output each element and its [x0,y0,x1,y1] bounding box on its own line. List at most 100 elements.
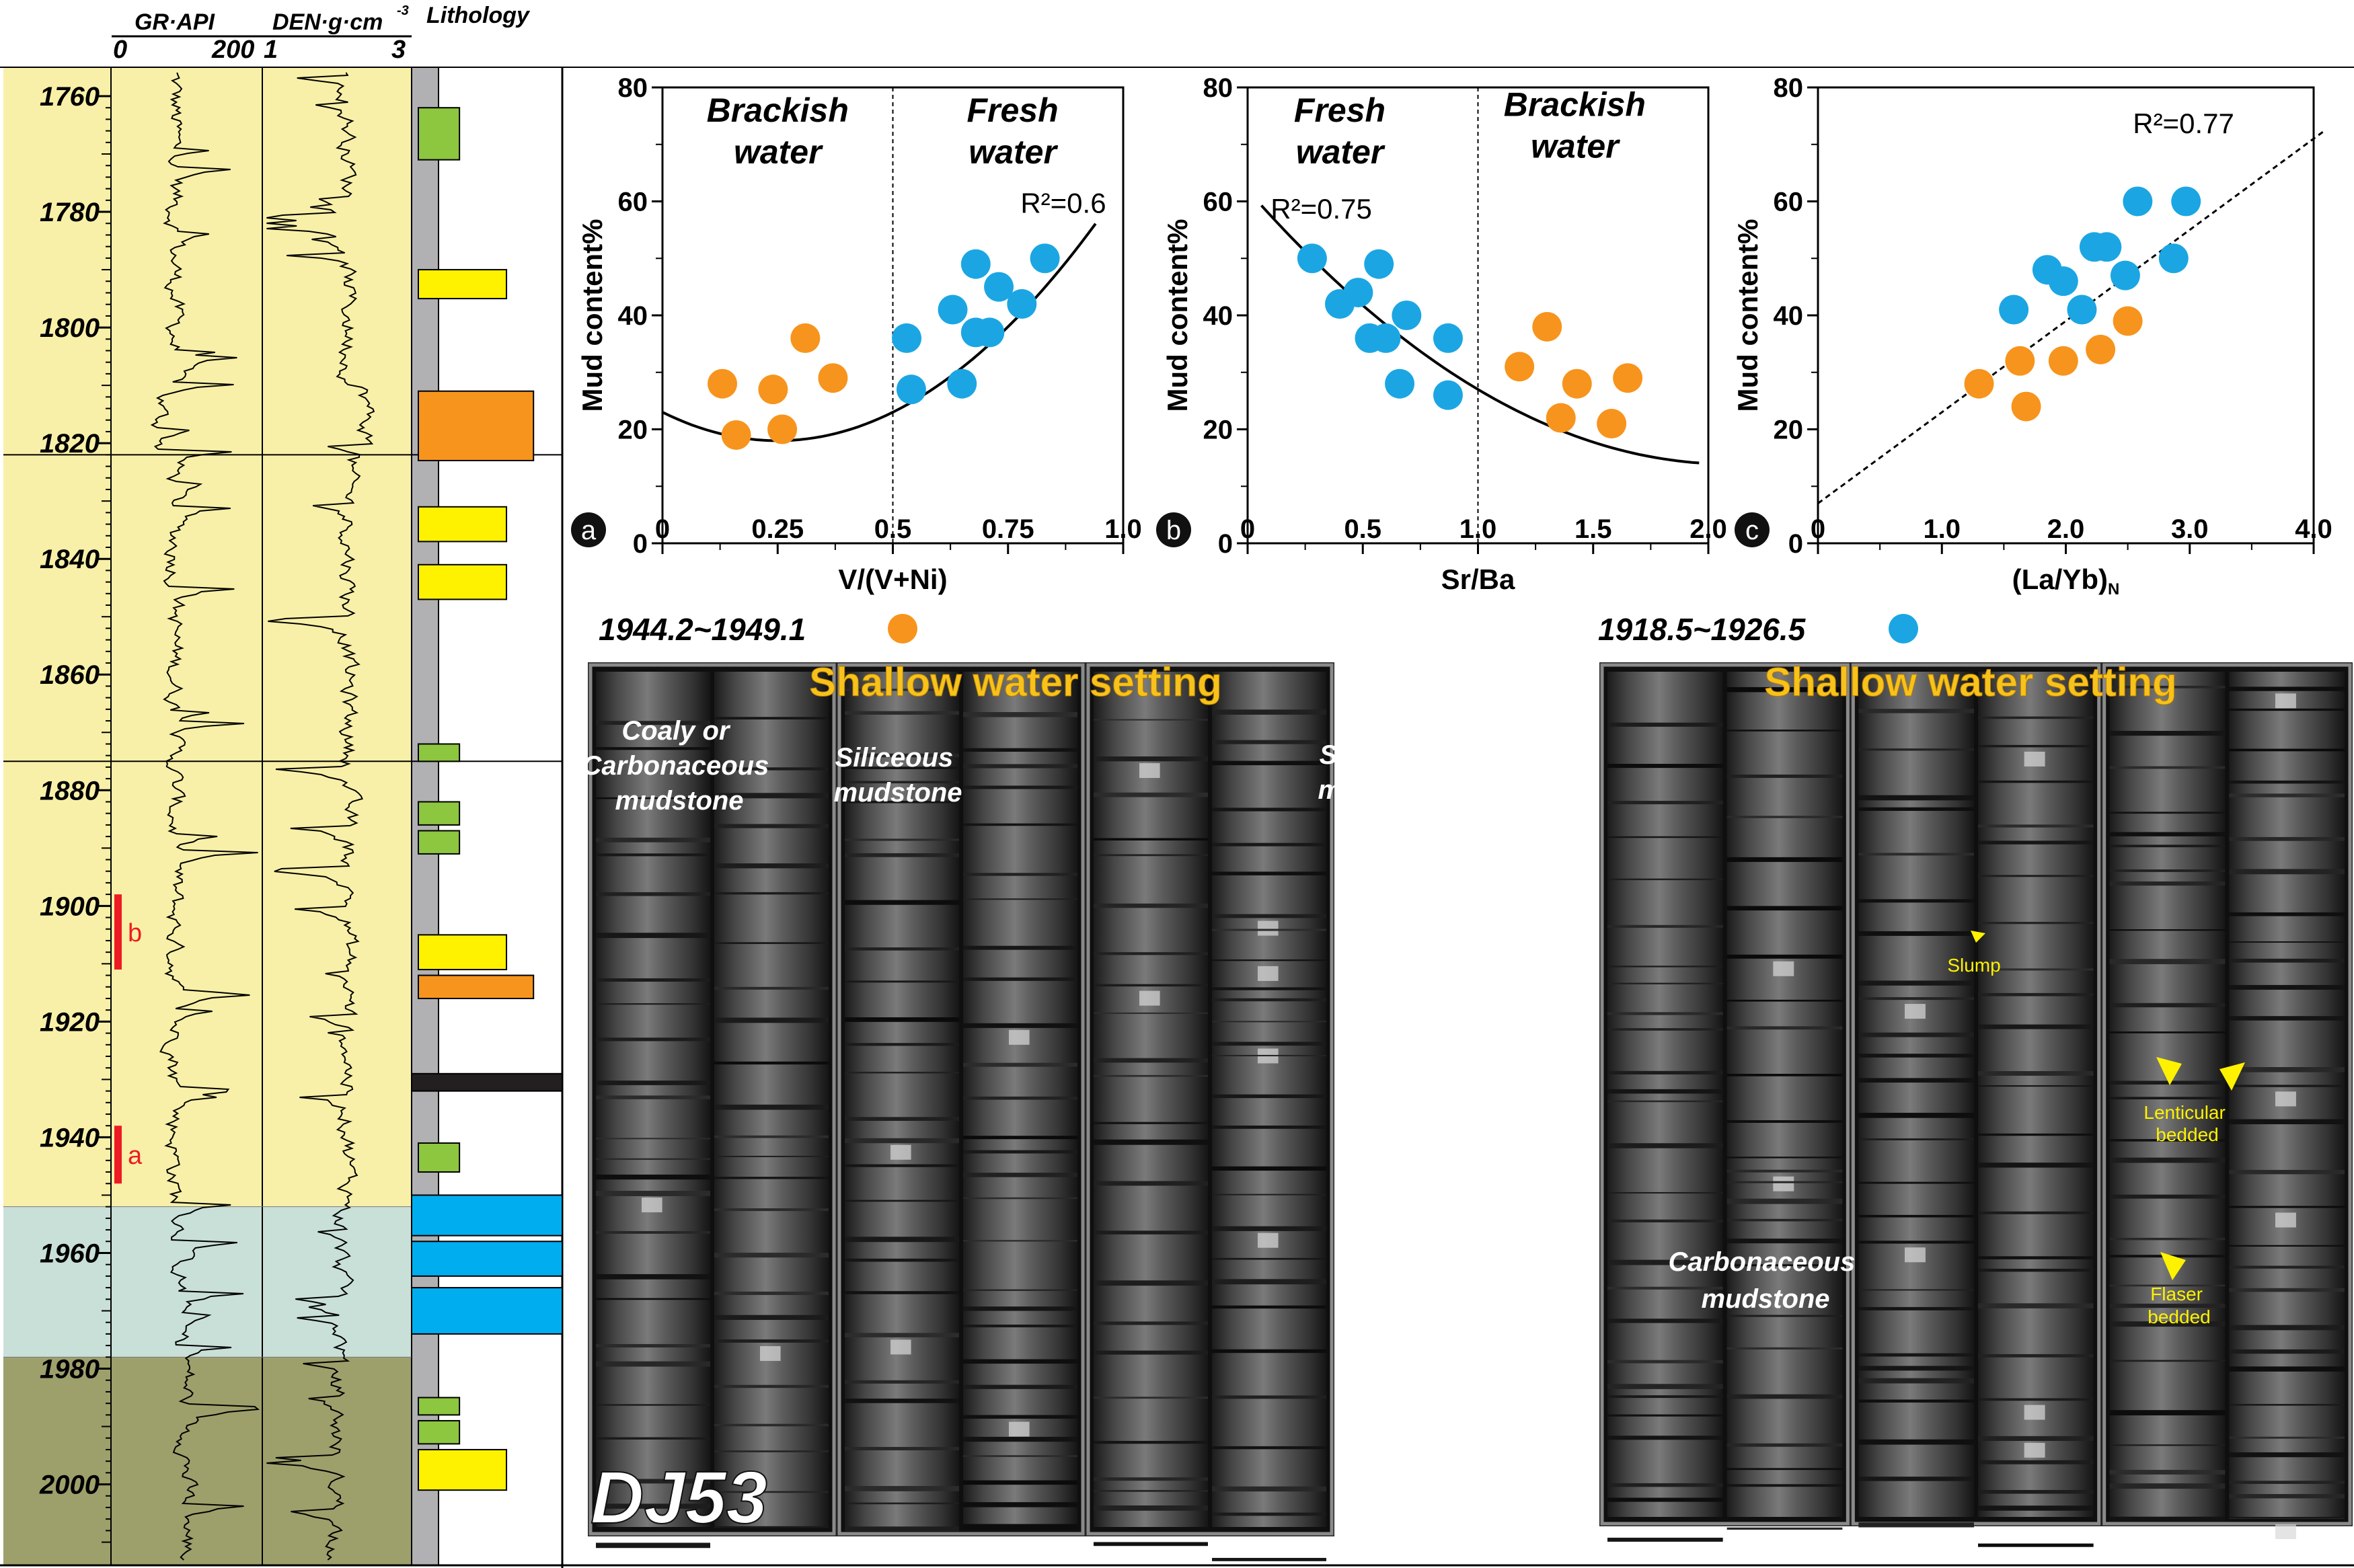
lithology-bar-11 [418,1142,461,1173]
core-fracture [1726,1347,1843,1350]
core-fracture [714,1315,829,1321]
y-tick-label-80: 80 [1774,73,1804,103]
lithology-column-label: Lithology [426,3,531,28]
lithology-bar-15 [418,1397,461,1416]
lithology-bar-13 [411,1241,563,1277]
core-fracture [596,1158,710,1160]
core-fracture [1607,1436,1723,1440]
panel-letter-badge-b [1156,512,1191,547]
core-fracture [2229,1481,2345,1484]
core-fracture [1726,1198,1843,1204]
lithology-bar-16 [418,1419,461,1445]
core-fracture [714,793,829,799]
core-fracture [1607,1395,1723,1399]
core-fracture [1858,997,1974,1001]
core-fracture [596,892,710,896]
core-column [1978,672,2094,1517]
lenticular-arrow-icon-2 [2219,1062,2245,1091]
core-right-annot-carb-l2: mudstone [1701,1284,1829,1314]
core-fracture [1607,1089,1723,1094]
core-fracture [845,1380,959,1384]
den-unit-superscript: -3 [397,3,409,18]
core-fracture [1094,838,1208,840]
core-label-tag [1773,961,1794,976]
core-fracture [963,977,1077,981]
core-fracture [1094,1122,1208,1124]
core-fracture [2229,1493,2345,1499]
core-fracture [1607,982,1723,984]
y-tick-label-20: 20 [1774,416,1804,445]
log-zone-1 [3,1206,412,1358]
svg-text:Flaser bedded: Flaser bedded [2148,1284,2210,1327]
data-point-c-0-0 [1964,368,1994,399]
core-fracture [1212,740,1326,744]
panel-letter-a: a [581,516,597,545]
core-right-annot-lent-l2: bedded [2156,1124,2218,1145]
core-fracture [1094,1230,1208,1234]
core-fracture [845,1333,959,1337]
zone-label-line: water [1531,127,1620,165]
sample-mark-label-a: a [128,1142,143,1170]
core-fracture [1607,722,1723,727]
core-fracture [1607,1414,1723,1417]
core-fracture [1726,1181,1843,1183]
data-point-c-0-5 [2113,306,2143,336]
core-fracture [714,1017,829,1023]
core-fracture [1726,1468,1843,1471]
core-fracture [1607,1360,1723,1364]
core-fracture [596,1138,710,1140]
core-fracture [714,1135,829,1138]
core-left-annot-siliceous1-l1: Siliceous [835,743,954,773]
core-fracture [1858,1306,1974,1310]
x-tick-label-0: 0 [1811,514,1825,544]
data-point-b-1-5 [1613,363,1643,393]
core-fracture [2109,812,2226,814]
core-fracture [714,986,829,990]
core-fracture [1094,1489,1208,1492]
core-fracture [596,1298,710,1300]
core-fracture [1726,1026,1843,1030]
lithology-bar-4 [418,563,508,600]
svg-text:Carbonaceous mudstone: Carbonaceous mudstone [1669,1247,1863,1314]
zone-label-line: water [734,133,823,171]
data-point-c-1-5 [2092,232,2122,262]
core-right-annot-slump: Slump [1947,955,2000,976]
core-fracture [1858,1181,1974,1184]
core-fracture [1607,1497,1723,1502]
core-photo-right [1599,662,2353,1547]
panel-letter-badge-a [571,512,606,547]
core-photo-left-header: 1944.2~1949.1 [599,612,917,647]
core-fracture [596,1437,710,1440]
core-fracture [596,1361,710,1367]
core-column [1607,672,1723,1517]
core-fracture [2229,1119,2345,1125]
core-fracture [1726,1239,1843,1244]
core-fracture [1212,1446,1326,1450]
y-axis-label-a: Mud content% [576,219,608,412]
core-fracture [2229,1288,2345,1292]
core-left-annot-coaly-l3: mudstone [615,786,743,816]
data-point-b-1-0 [1505,352,1535,382]
depth-axis: 1760178018001820184018601880190019201940… [39,67,112,1565]
core-fracture [963,1384,1077,1389]
core-fracture [1212,842,1326,847]
core-fracture [2109,1470,2226,1475]
data-point-a-1-8 [1007,289,1037,319]
core-fracture [1212,1349,1326,1354]
y-tick-label-0: 0 [1788,529,1803,559]
den-curve-line [266,72,375,1561]
core-label-tag [1139,990,1160,1006]
core-fracture [963,1324,1077,1328]
core-fracture [2109,1031,2226,1033]
core-fracture [963,1136,1077,1140]
core-fracture [1607,1537,1723,1542]
core-fracture [1607,1219,1723,1222]
core-label-tag [2275,1524,2296,1539]
core-fracture [1858,1241,1974,1244]
core-fracture [1094,1321,1208,1325]
core-fracture [1978,1268,2094,1272]
core-fracture [1978,1211,2094,1214]
lithology-bar-7 [418,830,461,855]
